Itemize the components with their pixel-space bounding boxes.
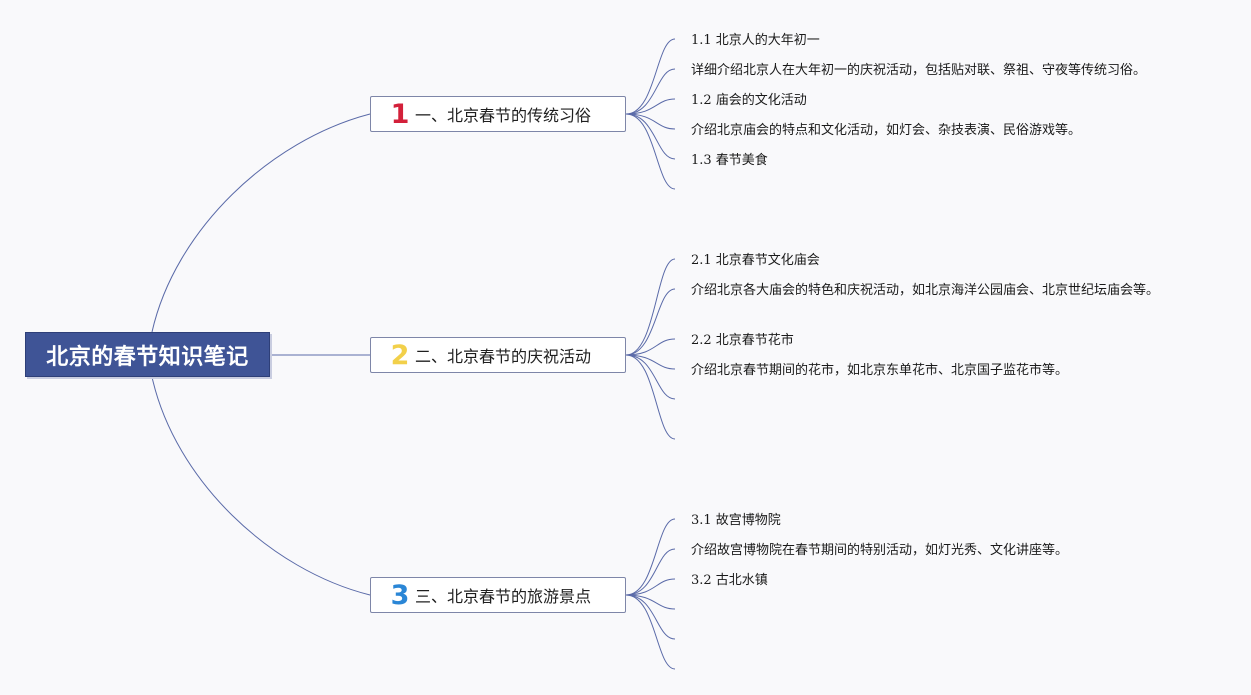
root-title: 北京的春节知识笔记 (46, 344, 249, 370)
leaf-item[interactable]: 2.1 北京春节文化庙会 (691, 253, 820, 268)
topic-3-branch-line (625, 594, 676, 670)
number-3-icon: 3 (390, 579, 410, 611)
root-to-topic-3-line (151, 376, 371, 596)
topic-1-branch-line (625, 113, 676, 190)
topic-node-1[interactable]: 1 一、北京春节的传统习俗 (370, 96, 626, 132)
topic-label: 三、北京春节的旅游景点 (415, 587, 592, 606)
topic-label: 一、北京春节的传统习俗 (415, 106, 592, 125)
leaf-item[interactable]: 1.1 北京人的大年初一 (691, 33, 820, 48)
leaf-item[interactable]: 介绍北京春节期间的花市，如北京东单花市、北京国子监花市等。 (691, 363, 1069, 378)
topic-3-branch-line (625, 594, 676, 640)
number-2-icon: 2 (390, 339, 410, 371)
leaf-item[interactable]: 1.2 庙会的文化活动 (691, 93, 807, 108)
topic-2-branch-line (625, 258, 676, 356)
topic-label: 二、北京春节的庆祝活动 (415, 347, 592, 366)
topic-node-3[interactable]: 3 三、北京春节的旅游景点 (370, 577, 626, 613)
root-to-topic-1-line (151, 113, 371, 333)
topic-1-branch-line (625, 98, 676, 115)
topic-2-branch-line (625, 354, 676, 440)
leaf-item[interactable]: 2.2 北京春节花市 (691, 333, 794, 348)
topic-node-2[interactable]: 2 二、北京春节的庆祝活动 (370, 337, 626, 373)
leaf-item[interactable]: 1.3 春节美食 (691, 153, 768, 168)
topic-3-branch-line (625, 578, 676, 596)
leaf-item[interactable]: 介绍故宫博物院在春节期间的特别活动，如灯光秀、文化讲座等。 (691, 543, 1069, 558)
leaf-item[interactable]: 3.2 古北水镇 (691, 573, 768, 588)
topic-1-branch-line (625, 68, 676, 115)
topic-3-branch-line (625, 548, 676, 596)
topic-2-branch-line (625, 338, 676, 356)
topic-1-branch-line (625, 113, 676, 160)
leaf-item[interactable]: 介绍北京各大庙会的特色和庆祝活动，如北京海洋公园庙会、北京世纪坛庙会等。 (691, 283, 1160, 298)
number-1-icon: 1 (390, 98, 410, 130)
topic-3-branch-line (625, 518, 676, 596)
root-node[interactable]: 北京的春节知识笔记 (25, 332, 270, 377)
leaf-item[interactable]: 介绍北京庙会的特点和文化活动，如灯会、杂技表演、民俗游戏等。 (691, 123, 1082, 138)
leaf-item[interactable]: 3.1 故宫博物院 (691, 513, 781, 528)
topic-2-branch-line (625, 354, 676, 400)
leaf-item[interactable]: 详细介绍北京人在大年初一的庆祝活动，包括贴对联、祭祖、守夜等传统习俗。 (691, 63, 1147, 78)
topic-1-branch-line (625, 38, 676, 115)
topic-2-branch-line (625, 288, 676, 356)
